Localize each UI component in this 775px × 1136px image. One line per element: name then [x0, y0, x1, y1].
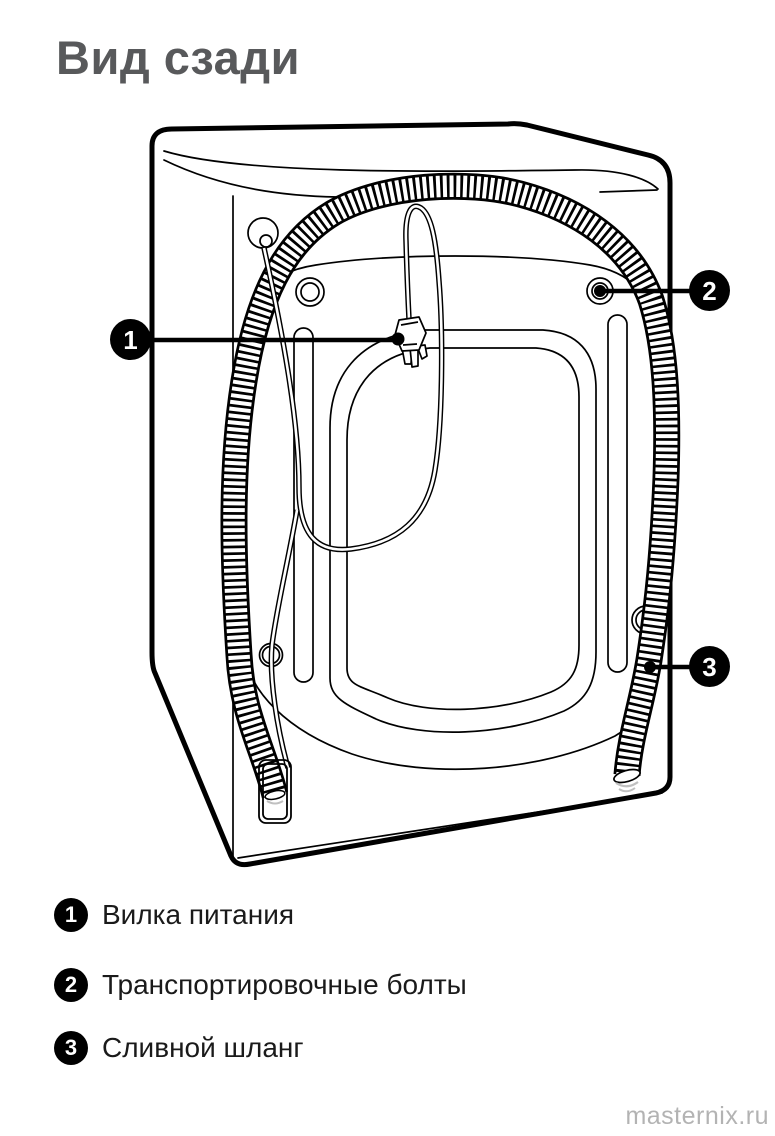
callout-leader-lines [150, 285, 692, 673]
panel-top-edge-right [599, 189, 658, 193]
machine-body [149, 121, 673, 868]
legend-item-power-plug: 1 Вилка питания [54, 898, 294, 932]
leader-line-1 [150, 332, 405, 346]
legend-label-1: Вилка питания [102, 899, 295, 930]
hose-end-in-clip-shading [266, 800, 284, 805]
drain-hose-ribs [223, 175, 678, 798]
callout-badge-1: 1 [110, 319, 151, 360]
legend-badge-3: 3 [54, 1031, 88, 1065]
leader-line-2 [594, 285, 692, 297]
legend-item-transport-bolts: 2 Транспортировочные болты [54, 968, 467, 1002]
power-cord-grommet [247, 217, 279, 249]
page-title: Вид сзади [56, 31, 300, 84]
drain-hose [220, 172, 681, 799]
legend-item-drain-hose: 3 Сливной шланг [54, 1031, 304, 1065]
plug-body-detail [400, 321, 419, 346]
callout-badge-2: 2 [689, 270, 730, 311]
power-cord [261, 203, 445, 769]
hose-clip [258, 759, 292, 824]
panel-window-outer [329, 329, 597, 733]
top-rim-line [163, 150, 659, 190]
panel-window-inner [346, 347, 580, 711]
legend-badge-1: 1 [54, 898, 88, 932]
drain-hose-end-shading-2 [618, 787, 636, 793]
panel-bottom-edge [237, 792, 663, 859]
callout-badge-3: 3 [689, 646, 730, 687]
machine-outline [149, 121, 673, 868]
drain-hose-open-end [613, 768, 641, 784]
panel-slot-left [293, 327, 314, 683]
transport-bolt-top-left [295, 277, 325, 307]
panel-slot-right [607, 314, 628, 673]
drain-hose-end-shading [615, 781, 639, 788]
legend-label-3: Сливной шланг [102, 1032, 304, 1063]
legend-badge-2: 2 [54, 968, 88, 1002]
watermark: masternix.ru [625, 1102, 769, 1130]
legend-label-2: Транспортировочные болты [102, 969, 467, 1000]
hose-end-in-clip [264, 789, 286, 801]
leader-line-3 [644, 661, 692, 673]
